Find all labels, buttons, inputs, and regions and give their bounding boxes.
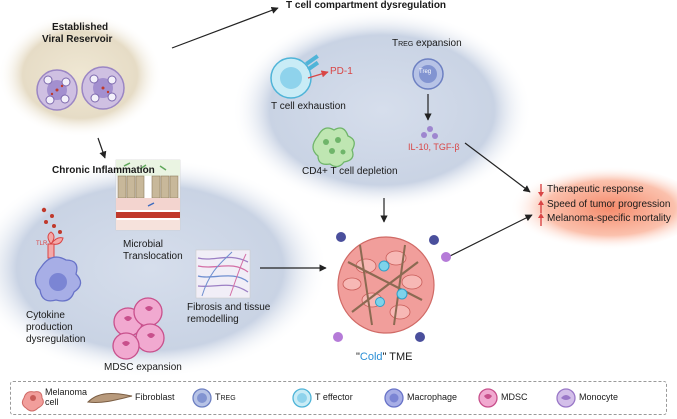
legend-macrophage: Macrophage [407, 392, 458, 403]
microbial-label-line2: Translocation [123, 251, 183, 262]
legend-fibroblast-icon [86, 393, 133, 403]
tlr-label: TLR [36, 241, 48, 247]
tme-treg-dot [429, 235, 439, 245]
cytokine-dots [421, 126, 438, 139]
legend-mdsc-icon [478, 388, 498, 408]
legend-teffector: T effector [315, 392, 353, 403]
tcell-title: T cell compartment dysregulation [286, 0, 447, 11]
cold-tme-label: "Cold" TME [356, 351, 413, 363]
infected-cell-right [81, 66, 125, 110]
cytokine-label-line3: dysregulation [26, 334, 86, 345]
cytokine-label-line2: production [26, 322, 73, 333]
mdsc-expansion-label: MDSC expansion [104, 362, 182, 373]
legend-treg: TREG [215, 392, 236, 403]
mdsc-cluster [112, 297, 165, 360]
tme-mdsc-dot [333, 332, 343, 342]
infected-cell-left [36, 69, 78, 111]
tme-treg-dot [415, 332, 425, 342]
tme-mdsc-dot [441, 252, 451, 262]
fibrosis-tissue [195, 249, 251, 299]
legend-macrophage-icon [384, 388, 404, 408]
legend-melanoma-icon [21, 391, 44, 412]
outcome-arrow-mortality [538, 213, 544, 226]
arrow-tcell-to-outcome [464, 142, 531, 193]
outcome-therapeutic: Therapeutic response [547, 184, 644, 195]
tlr-particles [41, 207, 62, 234]
exhaustion-label: T cell exhaustion [271, 101, 346, 112]
outcome-mortality: Melanoma-specific mortality [547, 213, 671, 224]
tlr-receptor [47, 231, 64, 259]
fibrosis-label-line2: remodelling [187, 314, 239, 325]
reservoir-title-line2: Viral Reservoir [42, 34, 113, 45]
microbial-translocation-tissue [115, 159, 181, 231]
reservoir-title-line1: Established [52, 22, 109, 33]
arrow-reservoir-to-inflammation [97, 137, 107, 159]
exhausted-t-cell [270, 54, 320, 99]
cytokine-label-line1: Cytokine [26, 310, 65, 321]
fibrosis-label-line1: Fibrosis and tissue [187, 302, 271, 313]
legend-monocyte: Monocyte [579, 392, 619, 403]
microbial-label-line1: Microbial [123, 239, 164, 250]
legend-treg-icon [192, 388, 212, 408]
cytokines-label: IL-10, TGF-β [408, 142, 460, 152]
pd1-label: PD-1 [330, 66, 353, 77]
arrow-reservoir-to-tcell [171, 6, 279, 49]
cd4-fragmented-cell [312, 127, 355, 168]
cd4-label: CD4+ T cell depletion [302, 166, 398, 177]
inflammation-title: Chronic Inflammation [52, 165, 155, 176]
legend-mdsc: MDSC [501, 392, 528, 403]
legend-fibroblast: Fibroblast [135, 392, 175, 403]
treg-expansion-label: TREG expansion [392, 38, 462, 49]
treg-cell [412, 58, 444, 90]
legend-teffector-icon [292, 388, 312, 408]
legend-monocyte-icon [556, 388, 576, 408]
outcome-arrow-speed [538, 200, 544, 213]
treg-cell-label: Treg [419, 69, 432, 75]
macrophage-cell [34, 256, 82, 302]
inflammation-region [0, 158, 328, 378]
arrow-tme-to-outcome [449, 214, 533, 257]
tme-treg-dot [336, 232, 346, 242]
reservoir-region [0, 13, 162, 137]
tcell-region [232, 10, 532, 210]
tumor-mass [337, 236, 435, 334]
outcome-speed: Speed of tumor progression [547, 199, 671, 210]
outcome-arrow-therapeutic [538, 184, 544, 197]
outcome-gradient [500, 166, 677, 250]
pd1-arrow [307, 70, 329, 79]
